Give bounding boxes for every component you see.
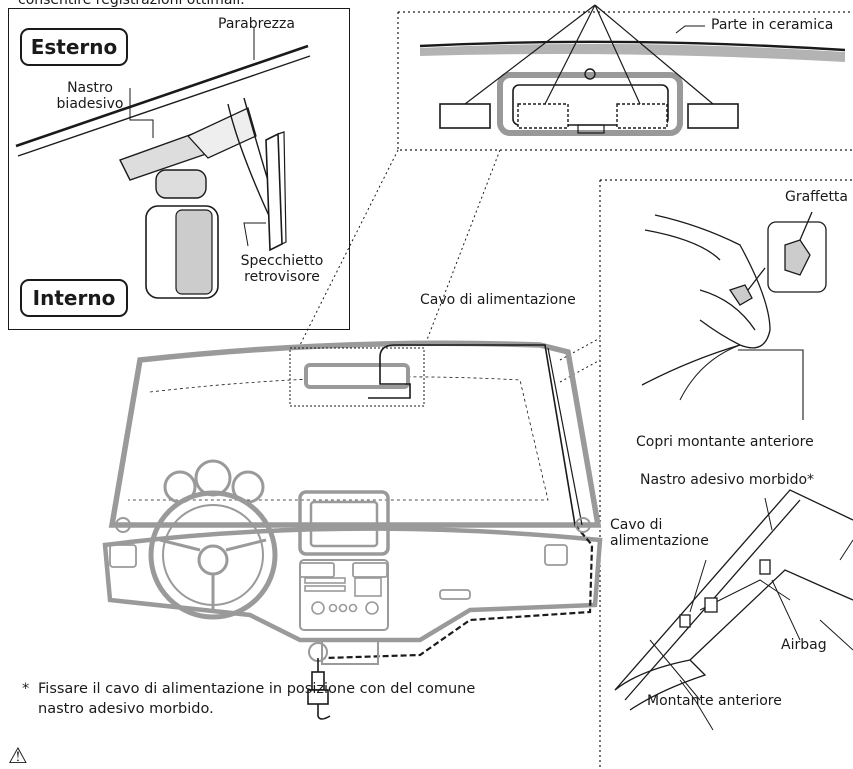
footnote-marker: *: [22, 681, 30, 697]
pillar-cover-drawing: [641, 211, 827, 420]
mounting-inset: [8, 8, 350, 330]
double-sided-tape-line2: biadesivo: [56, 96, 124, 113]
outside-badge: Esterno: [20, 28, 128, 66]
front-pillar-label: Montante anteriore: [647, 693, 782, 709]
rearview-mirror-label: Specchietto retrovisore: [236, 253, 328, 285]
windshield-closeup: [397, 4, 853, 151]
footnote-line2: nastro adesivo morbido.: [38, 700, 214, 717]
mounting-inset-drawing: [15, 28, 311, 299]
footnote-line1: Fissare il cavo di alimentazione in posi…: [38, 681, 476, 697]
ceramic-part-label: Parte in ceramica: [711, 17, 834, 33]
pillar-cable-label: Cavo di alimentazione: [610, 517, 709, 549]
warning-icon: ⚠: [8, 744, 28, 769]
front-pillar-drawing: [614, 489, 853, 731]
clip-label: Graffetta: [785, 189, 848, 205]
double-sided-tape-line1: Nastro: [67, 80, 113, 96]
soft-tape-label: Nastro adesivo morbido*: [640, 472, 815, 488]
rearview-mirror-line2: retrovisore: [244, 269, 320, 286]
footnote: * Fissare il cavo di alimentazione in po…: [22, 680, 582, 719]
inside-badge: Interno: [20, 279, 128, 317]
pillar-cover-label: Copri montante anteriore: [636, 434, 814, 450]
top-cut-text: consentire registrazioni ottimali.: [18, 0, 245, 8]
pillar-cable-line2: alimentazione: [610, 533, 709, 550]
pillar-cable-line1: Cavo di: [610, 517, 663, 533]
airbag-label: Airbag: [781, 637, 827, 653]
double-sided-tape-label: Nastro biadesivo: [52, 80, 128, 112]
rearview-mirror-line1: Specchietto: [240, 253, 324, 269]
windshield-label: Parabrezza: [218, 16, 295, 32]
car-interior: [102, 340, 603, 720]
power-cable-label: Cavo di alimentazione: [420, 292, 576, 308]
